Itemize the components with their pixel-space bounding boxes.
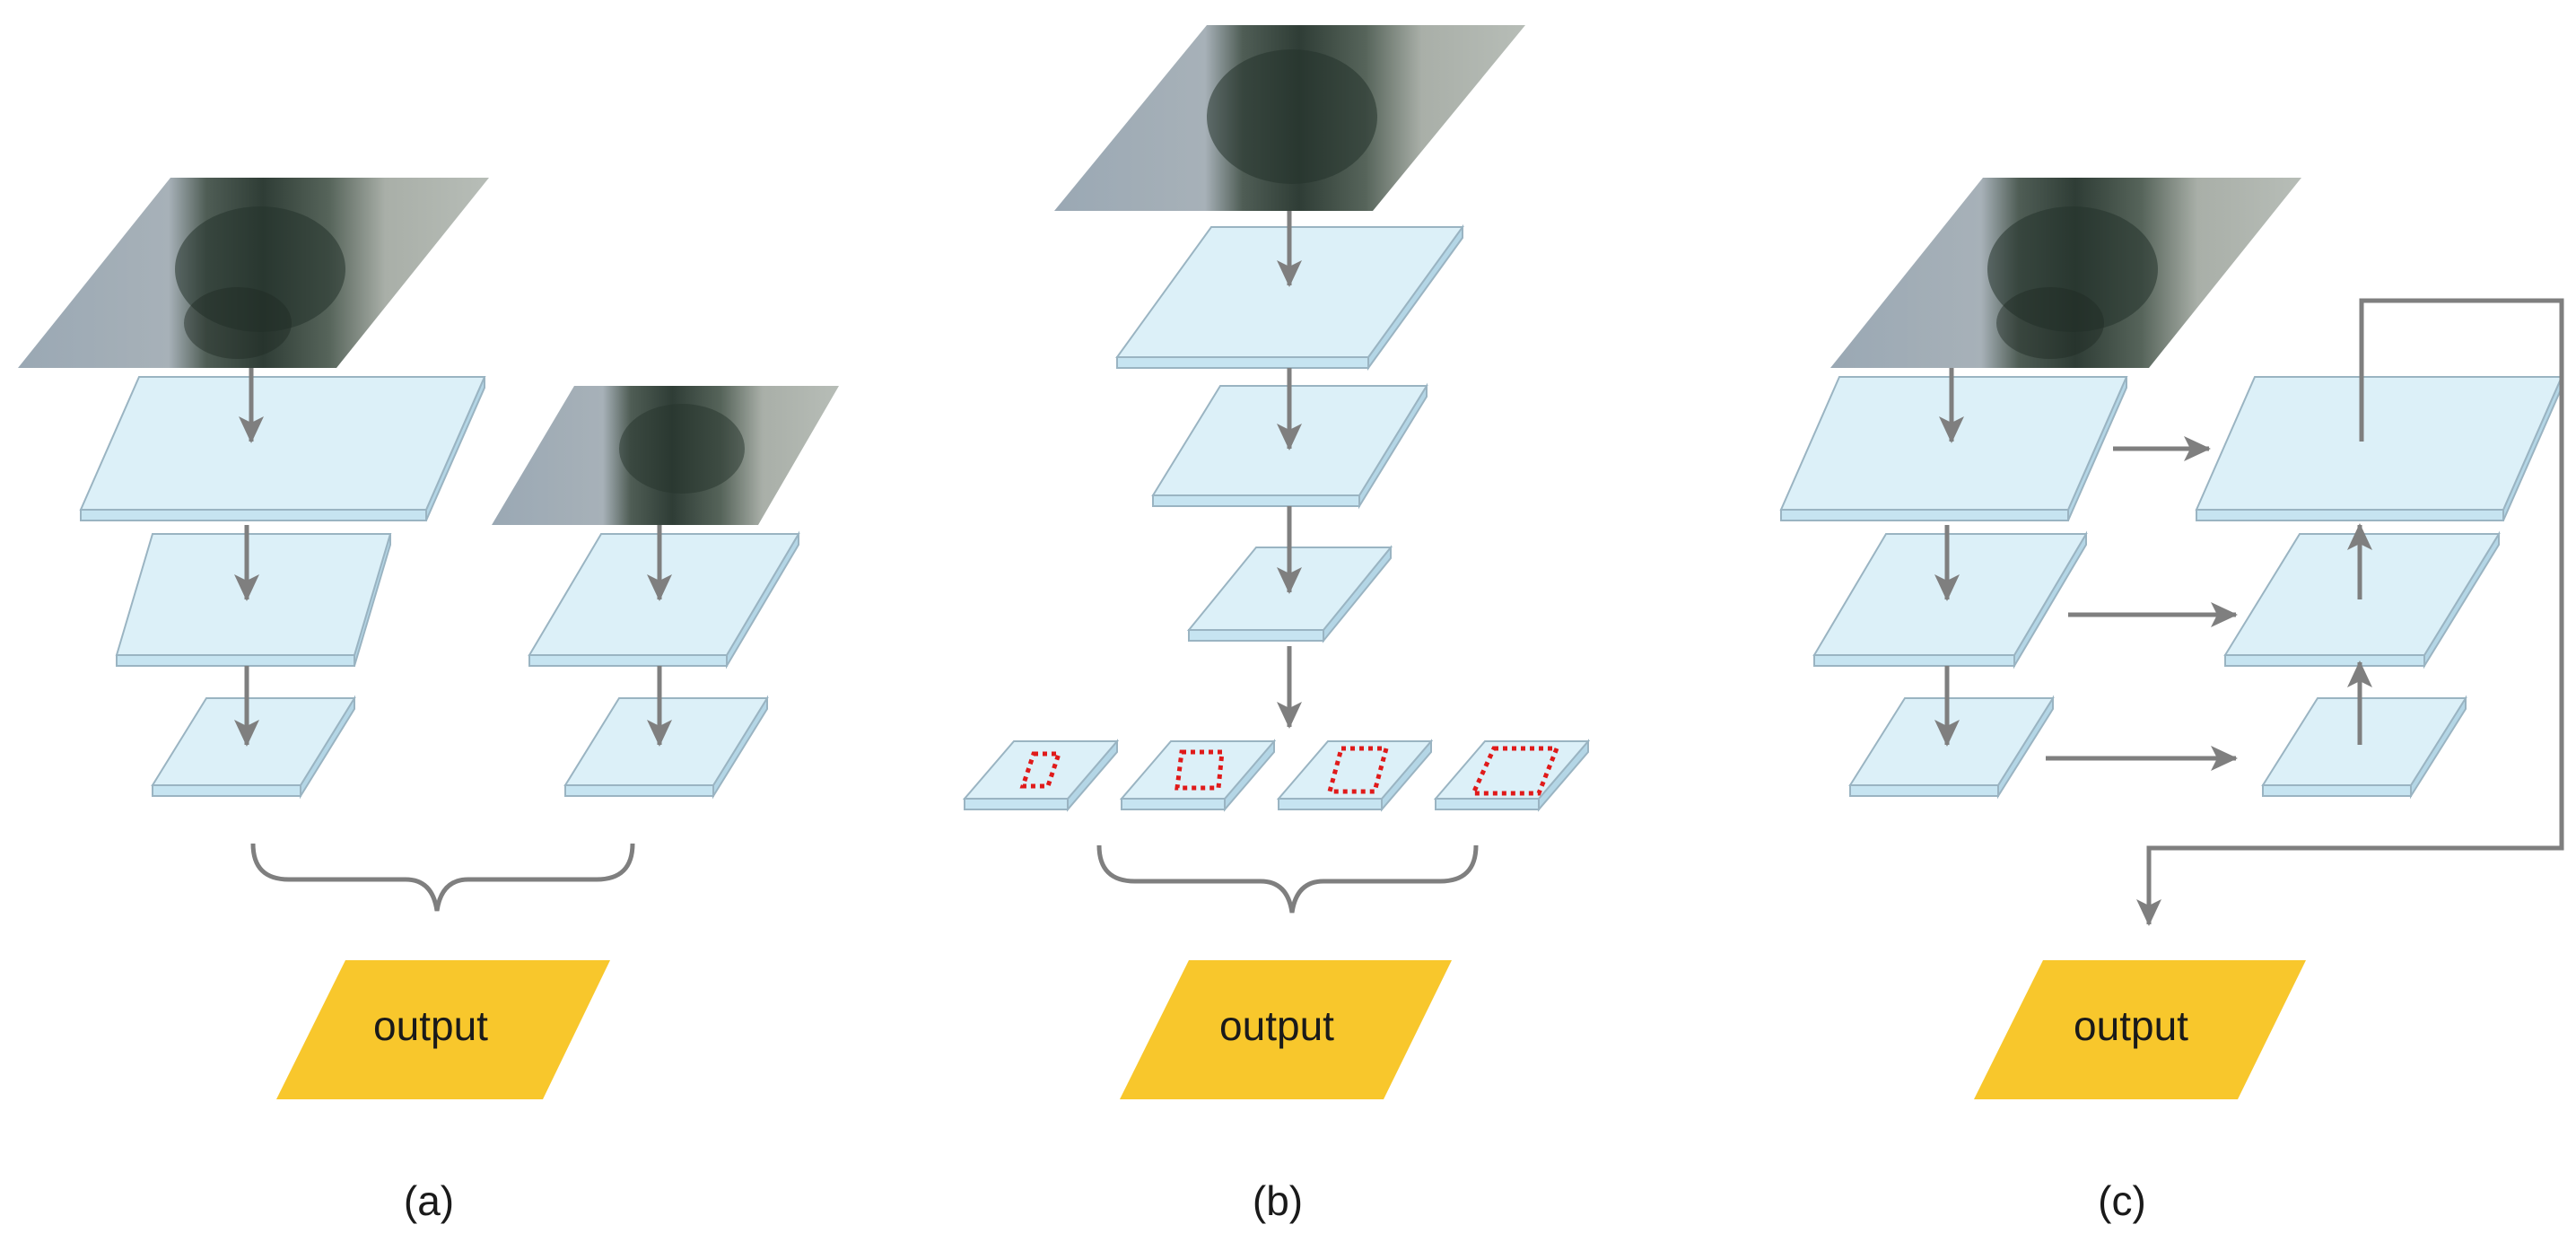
layer-a3 (151, 695, 356, 800)
layer-a5 (563, 695, 769, 800)
output-a: output (276, 960, 610, 1099)
layer-c4 (2195, 376, 2563, 521)
layer-a2 (115, 533, 392, 667)
roi-map-4 (1433, 739, 1591, 812)
layer-c3 (1848, 695, 2055, 800)
output-route-arrow (2136, 298, 2564, 926)
layer-b1 (1115, 223, 1464, 372)
panel-c: output (c) (1779, 178, 2564, 1224)
roi-map-1 (962, 739, 1120, 812)
output-b: output (1120, 960, 1452, 1099)
output-label-b: output (1219, 1002, 1334, 1049)
roi-map-3 (1276, 739, 1434, 812)
layer-c2 (1812, 530, 2088, 669)
input-image-a1 (18, 178, 489, 368)
brace-a (250, 843, 635, 912)
arrows-a (234, 368, 672, 747)
panel-label-c: (c) (2098, 1177, 2146, 1224)
layer-a4 (528, 530, 800, 669)
layer-c6 (2261, 695, 2467, 800)
roi-box-3 (1326, 746, 1390, 794)
roi-map-2 (1119, 739, 1277, 812)
panel-a: output (a) (18, 178, 839, 1224)
output-label-a: output (373, 1002, 488, 1049)
output-label-c: output (2074, 1002, 2188, 1049)
layer-a1 (79, 376, 486, 521)
output-c: output (1974, 960, 2306, 1099)
roi-box-2 (1174, 749, 1225, 791)
panel-b: output (b) (962, 25, 1591, 1224)
layer-c1 (1779, 376, 2128, 521)
roi-box-4 (1470, 746, 1560, 796)
panel-label-b: (b) (1253, 1177, 1303, 1224)
brace-b (1096, 844, 1479, 914)
input-image-c (1830, 178, 2301, 368)
arrows-c (1934, 298, 2564, 926)
panel-label-a: (a) (404, 1177, 454, 1224)
input-image-b (1054, 25, 1525, 211)
roi-maps-b (962, 739, 1591, 812)
input-image-a2 (492, 386, 839, 525)
